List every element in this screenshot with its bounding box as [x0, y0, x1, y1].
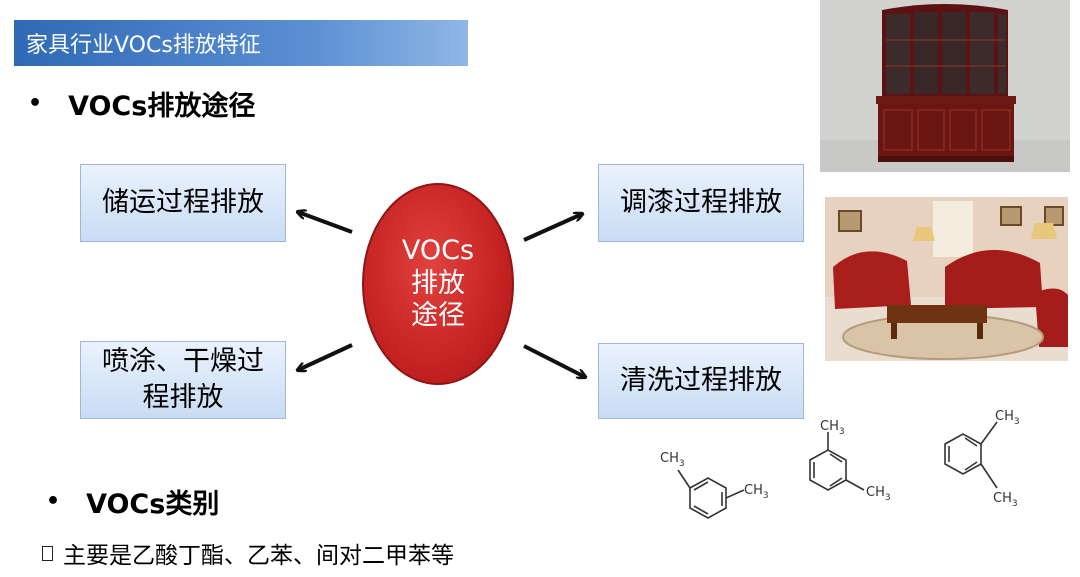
- center-line-3: 途径: [411, 300, 465, 332]
- svg-text:CH3: CH3: [866, 485, 891, 502]
- chem2-sub-top: 3: [839, 427, 845, 437]
- box-mixing-label: 调漆过程排放: [620, 186, 782, 218]
- arrow-to-storage: [298, 212, 353, 234]
- box-storage-label: 储运过程排放: [102, 186, 264, 218]
- voc-category-text: 主要是乙酸丁酯、乙苯、间对二甲苯等: [63, 543, 454, 569]
- chem2-sub-right: 3: [885, 493, 891, 502]
- svg-text:CH3: CH3: [744, 483, 769, 501]
- chem3-sub-bottom: 3: [1012, 499, 1018, 509]
- arrow-to-cleaning: [523, 344, 585, 377]
- chem2-ch-right: CH: [866, 485, 885, 500]
- box-paint-mixing-emission: 调漆过程排放: [598, 164, 804, 242]
- section-emission-routes: • VOCs排放途径: [28, 84, 255, 123]
- section-voc-categories: • VOCs类别: [46, 482, 219, 521]
- box-cleaning-label: 清洗过程排放: [620, 364, 782, 396]
- section-heading-categories: VOCs类别: [86, 489, 220, 520]
- slide-title-bar: 家具行业VOCs排放特征: [14, 20, 468, 66]
- center-line-1: VOCs: [401, 235, 475, 267]
- chem1-sub-right: 3: [763, 491, 769, 501]
- chem3-sub-top: 3: [1014, 417, 1020, 427]
- cabinet-photo: [820, 0, 1070, 172]
- arrow-to-spraying: [298, 343, 353, 370]
- svg-text:CH3: CH3: [995, 409, 1020, 427]
- box-storage-emission: 储运过程排放: [80, 164, 286, 242]
- chem2-ch-top: CH: [820, 419, 839, 434]
- chem3-ch-bottom: CH: [993, 491, 1012, 506]
- chem1-ch-right: CH: [744, 483, 763, 498]
- voc-category-item: 主要是乙酸丁酯、乙苯、间对二甲苯等: [42, 536, 454, 570]
- center-line-2: 排放: [411, 267, 465, 299]
- chem1-sub-top: 3: [679, 459, 685, 469]
- chem1-ch-top: CH: [660, 451, 679, 466]
- center-ellipse: VOCs 排放 途径: [362, 183, 514, 385]
- svg-text:CH3: CH3: [993, 491, 1018, 509]
- svg-text:CH3: CH3: [660, 451, 685, 469]
- arrow-to-mixing: [523, 214, 582, 242]
- bullet-dot: •: [28, 91, 43, 116]
- box-spraying-label: 喷涂、干燥过程排放: [102, 345, 264, 413]
- box-cleaning-emission: 清洗过程排放: [598, 343, 804, 419]
- chem3-ch-top: CH: [995, 409, 1014, 424]
- chem-structure-3: CH3 CH3: [944, 409, 1020, 509]
- sofa-photo: [825, 197, 1068, 361]
- chem-structure-2: CH3 CH3: [809, 419, 891, 502]
- bullet-dot-2: •: [46, 489, 61, 514]
- svg-text:CH3: CH3: [820, 419, 845, 437]
- chem-structure-1: CH3 CH3: [660, 451, 769, 519]
- slide-title: 家具行业VOCs排放特征: [26, 33, 261, 58]
- section-heading-routes: VOCs排放途径: [68, 91, 256, 122]
- square-bullet-icon: [42, 545, 53, 561]
- box-spraying-drying-emission: 喷涂、干燥过程排放: [80, 341, 286, 419]
